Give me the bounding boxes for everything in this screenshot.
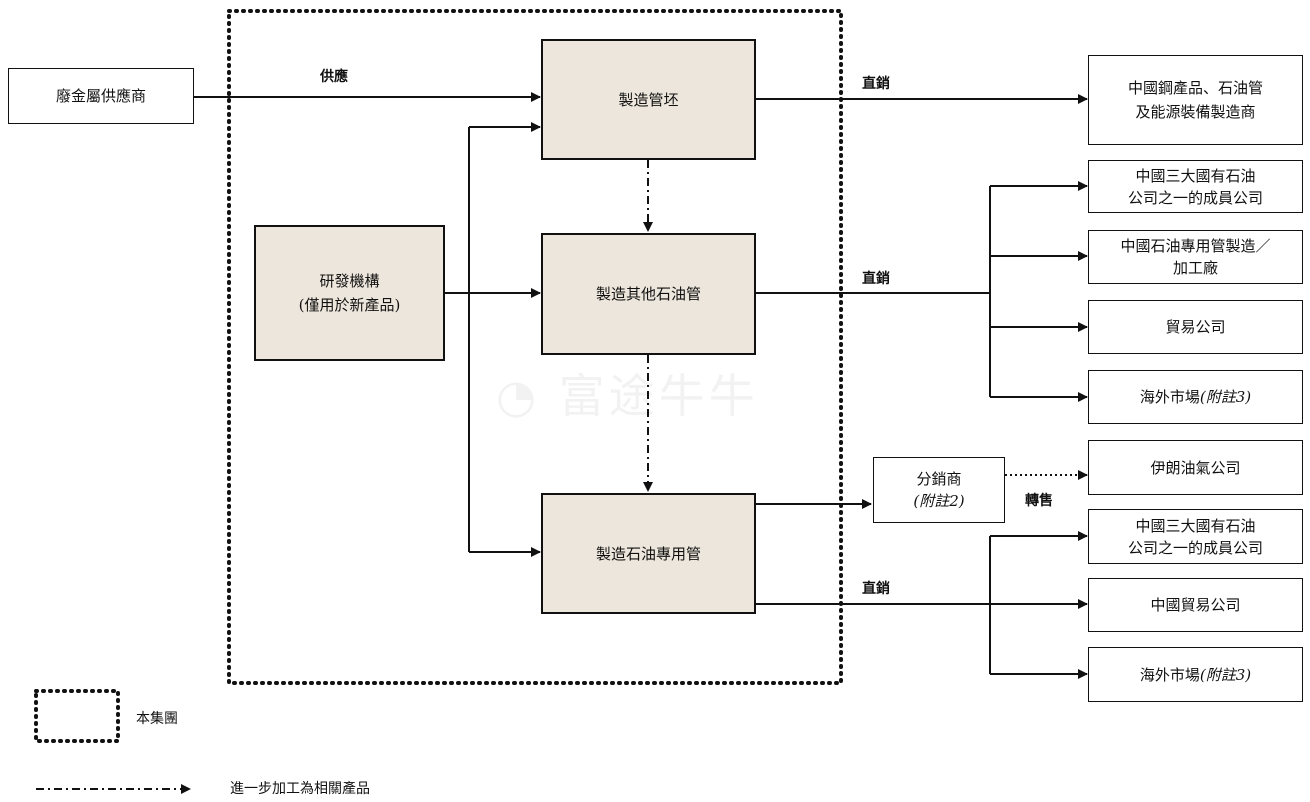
customer-big3-member: 中國三大國有石油 公司之一的成員公司 xyxy=(1088,160,1303,213)
customer2-trading: 中國貿易公司 xyxy=(1088,578,1303,632)
edge-label-supply: 供應 xyxy=(320,69,348,85)
make-billet-box: 製造管坯 xyxy=(541,39,756,160)
scrap-supplier-box: 廢金屬供應商 xyxy=(8,68,194,124)
distributor-label: 分銷商 xyxy=(916,470,962,488)
make-octg-label: 製造石油專用管 xyxy=(595,544,701,563)
customer-octg-line1: 中國石油專用管製造／ xyxy=(1120,237,1271,255)
customer-octg-processor: 中國石油專用管製造／ 加工廠 xyxy=(1088,230,1303,284)
edge-label-direct-sales-2: 直銷 xyxy=(862,271,890,287)
edge-label-resale: 轉售 xyxy=(1025,493,1053,509)
distributor-box: 分銷商 (附註2) xyxy=(873,457,1005,523)
edge-label-direct-sales-3: 直銷 xyxy=(862,581,890,597)
customer2-overseas: 海外市場(附註3) xyxy=(1088,647,1303,702)
customer-steel-line1: 中國鋼產品、石油管 xyxy=(1127,79,1263,97)
customer2-trading-label: 中國貿易公司 xyxy=(1150,596,1241,614)
customer2-overseas-note: (附註3) xyxy=(1199,665,1252,684)
scrap-supplier-label: 廢金屬供應商 xyxy=(55,87,146,105)
customer-big3-line1: 中國三大國有石油 xyxy=(1135,166,1256,185)
customer2-big3-member: 中國三大國有石油 公司之一的成員公司 xyxy=(1088,509,1303,564)
make-billet-label: 製造管坯 xyxy=(618,90,679,109)
rd-box: 研發機構 (僅用於新產品) xyxy=(254,225,445,361)
customer2-big3-line2: 公司之一的成員公司 xyxy=(1127,538,1263,557)
distributor-note: (附註2) xyxy=(913,492,965,510)
legend-group-label: 本集團 xyxy=(136,711,178,727)
customer-iran: 伊朗油氣公司 xyxy=(1088,440,1303,495)
customer2-big3-line1: 中國三大國有石油 xyxy=(1135,516,1256,535)
make-other-pipes-box: 製造其他石油管 xyxy=(541,233,756,355)
customer-trading: 貿易公司 xyxy=(1088,300,1303,354)
rd-note: (僅用於新產品) xyxy=(298,296,401,314)
customer2-overseas-label: 海外市場 xyxy=(1139,665,1200,684)
make-octg-box: 製造石油專用管 xyxy=(541,493,756,614)
customer-overseas-label: 海外市場 xyxy=(1139,388,1200,406)
legend-group-symbol xyxy=(34,689,120,743)
rd-label: 研發機構 xyxy=(319,272,380,290)
customer-iran-label: 伊朗油氣公司 xyxy=(1150,458,1241,477)
make-other-pipes-label: 製造其他石油管 xyxy=(595,285,701,303)
customer-trading-label: 貿易公司 xyxy=(1165,318,1226,336)
customer-overseas: 海外市場(附註3) xyxy=(1088,370,1303,424)
customer-steel-line2: 及能源裝備製造商 xyxy=(1135,103,1256,121)
customer-overseas-note: (附註3) xyxy=(1199,388,1252,406)
customer-octg-line2: 加工廠 xyxy=(1172,259,1218,277)
legend-process-label: 進一步加工為相關產品 xyxy=(230,781,370,797)
edge-label-direct-sales-1: 直銷 xyxy=(862,76,890,92)
group-boundary xyxy=(227,9,843,685)
customer-steel-manufacturers: 中國鋼產品、石油管 及能源裝備製造商 xyxy=(1088,55,1303,145)
customer-big3-line2: 公司之一的成員公司 xyxy=(1127,188,1263,207)
